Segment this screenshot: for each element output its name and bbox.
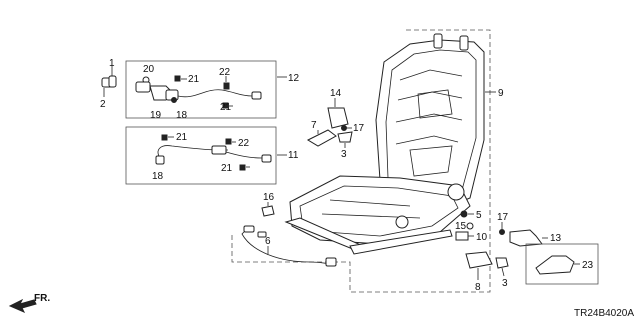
callout-11: 11 [288, 150, 299, 161]
clip-17-part [499, 229, 505, 235]
callout-21-a: 21 [188, 74, 200, 85]
harness-group-11-box [125, 126, 277, 185]
front-direction-arrow-icon [8, 298, 37, 313]
callout-23: 23 [582, 260, 594, 271]
callout-8: 8 [475, 282, 481, 293]
callout-21-b: 21 [220, 102, 232, 113]
callout-20: 20 [143, 64, 155, 75]
clip-3b-part [495, 257, 509, 269]
callout-15: 15 [455, 221, 467, 232]
callout-22-b: 22 [238, 138, 250, 149]
callout-21-d: 21 [221, 163, 233, 174]
callout-13: 13 [550, 233, 562, 244]
callout-17-b: 17 [497, 212, 509, 223]
front-direction-label: FR. [34, 293, 50, 304]
callout-7: 7 [311, 120, 317, 131]
seat-frame-group-outline [231, 29, 491, 293]
cover-8-part [465, 251, 493, 269]
callout-12: 12 [288, 73, 300, 84]
cover-23-box [525, 243, 599, 285]
harness-12-part [135, 75, 262, 109]
harness-11-part [155, 134, 272, 171]
bracket-14-part [327, 107, 349, 129]
bolt-16-part [261, 205, 275, 217]
harness-group-12-box [125, 60, 277, 119]
callout-3-b: 3 [502, 278, 508, 289]
callout-18-b: 18 [152, 171, 164, 182]
callout-3-a: 3 [341, 149, 347, 160]
diagram-code: TR24B4020A [574, 308, 634, 319]
screw-15-part [466, 222, 474, 230]
cover-10-part [455, 231, 469, 241]
callout-21-c: 21 [176, 132, 188, 143]
callout-18-a: 18 [176, 110, 188, 121]
nut-5-part [460, 210, 468, 218]
callout-6: 6 [265, 236, 271, 247]
connector-clip-part [101, 75, 117, 88]
callout-19: 19 [150, 110, 162, 121]
clip-3-part [337, 131, 353, 143]
callout-22-a: 22 [219, 67, 231, 78]
callout-17-a: 17 [353, 123, 365, 134]
cable-6-part [241, 225, 337, 267]
callout-1: 1 [109, 58, 115, 69]
callout-2: 2 [100, 99, 106, 110]
cover-23-part [535, 255, 575, 275]
callout-5: 5 [476, 210, 482, 221]
callout-16: 16 [263, 192, 275, 203]
callout-10: 10 [476, 232, 488, 243]
callout-14: 14 [330, 88, 342, 99]
callout-9: 9 [498, 88, 504, 99]
seat-cushion-frame [284, 175, 471, 255]
cover-7-part [306, 129, 337, 147]
